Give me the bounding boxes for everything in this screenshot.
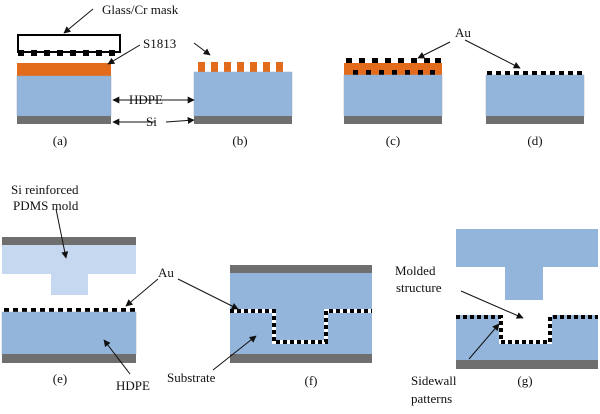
caption-e: (e) <box>53 371 67 386</box>
si-label: Si <box>146 114 157 129</box>
s1813-layer <box>17 63 111 76</box>
pdms-label-line2: PDMS mold <box>13 198 79 213</box>
hdpe-layer <box>193 71 293 117</box>
molded-label-line2: structure <box>396 280 442 295</box>
hdpe-layer <box>1 311 137 355</box>
hdpe-layer <box>16 75 112 117</box>
hdpe-label-bottom: HDPE <box>116 378 150 393</box>
substrate-bottom <box>230 344 372 354</box>
hdpe-label-top: HDPE <box>129 92 163 107</box>
caption-d: (d) <box>527 133 542 148</box>
pdms-si-backing <box>2 237 136 245</box>
caption-a: (a) <box>53 133 67 148</box>
mask-chrome <box>18 50 115 56</box>
si-layer <box>344 116 442 124</box>
s1813-pattern <box>198 62 283 72</box>
panel-e <box>1 237 137 363</box>
si-layer <box>17 116 111 124</box>
mask-glass <box>17 34 121 53</box>
mold-si-backing <box>230 265 372 273</box>
si-layer <box>2 354 136 363</box>
mold-body <box>230 273 372 309</box>
panel-b <box>193 62 293 124</box>
s1813-label: S1813 <box>143 36 176 51</box>
hdpe-bottom <box>456 344 598 360</box>
mold-post <box>276 309 324 340</box>
au-label-top: Au <box>455 25 471 40</box>
sidewall-label-line2: patterns <box>411 391 452 406</box>
hdpe-layer <box>485 74 585 117</box>
mold-body <box>456 229 598 267</box>
caption-b: (b) <box>232 133 247 148</box>
mold-post <box>505 267 543 300</box>
leader-arrows <box>55 8 524 375</box>
si-layer <box>486 116 584 124</box>
mask-label: Glass/Cr mask <box>102 2 179 17</box>
si-layer <box>456 360 598 369</box>
caption-c: (c) <box>386 133 400 148</box>
captions: (a) (b) (c) (d) (e) (f) (g) <box>53 133 543 388</box>
panel-f <box>230 265 372 363</box>
molded-label-line1: Molded <box>395 263 436 278</box>
pdms-mold-body <box>2 245 136 274</box>
pdms-label-line1: Si reinforced <box>11 182 79 197</box>
panel-d <box>485 71 585 124</box>
pdms-mold-post <box>51 274 88 295</box>
gold-sidewall-pattern <box>456 315 598 344</box>
sidewall-label-line1: Sidewall <box>411 373 457 388</box>
si-layer <box>194 116 292 124</box>
gold-in-gaps <box>353 70 435 75</box>
caption-g: (g) <box>517 373 532 388</box>
substrate-label: Substrate <box>167 370 216 385</box>
panel-c <box>343 58 443 124</box>
panel-a <box>16 34 121 124</box>
caption-f: (f) <box>305 373 318 388</box>
hdpe-layer <box>343 74 443 117</box>
si-layer <box>230 354 372 363</box>
gold-pattern <box>487 71 582 75</box>
au-label-mid: Au <box>158 265 174 280</box>
gold-on-resist <box>346 58 441 63</box>
gold-sidewall-pattern <box>230 309 372 344</box>
labels: Glass/Cr mask S1813 HDPE Si Au Si reinfo… <box>11 2 471 406</box>
panel-g <box>456 229 598 369</box>
gold-pattern <box>4 308 135 312</box>
